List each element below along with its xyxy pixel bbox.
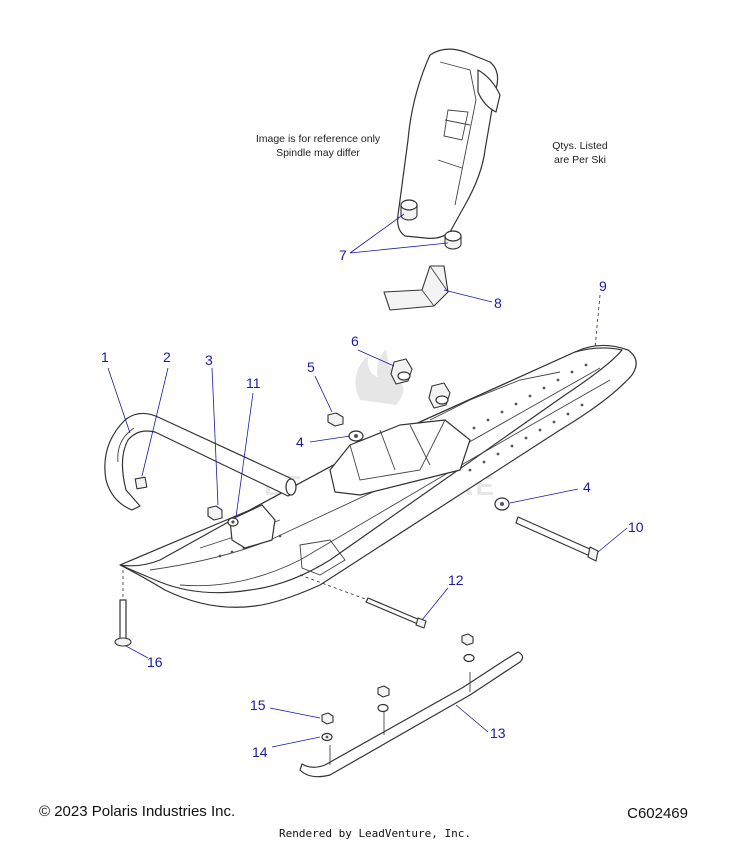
spindle-bushings [400, 199, 462, 250]
quantity-note-line2: are Per Ski [554, 154, 606, 166]
ski-body [119, 344, 637, 608]
long-bolt [299, 574, 427, 629]
screw [114, 570, 132, 647]
callout-4-lower: 4 [583, 479, 591, 495]
callout-labels: 1 2 3 11 5 6 4 4 7 8 9 10 12 13 14 15 16 [101, 247, 644, 760]
callout-1: 1 [101, 349, 109, 365]
callout-6: 6 [351, 333, 359, 349]
callout-12: 12 [448, 572, 464, 588]
ski-stop [383, 265, 449, 311]
render-credit: Rendered by LeadVenture, Inc. [278, 827, 472, 840]
copyright-text: © 2023 Polaris Industries Inc. [39, 803, 236, 820]
callout-10: 10 [628, 519, 644, 535]
carbide-runner [299, 633, 524, 778]
callout-leaders [107, 213, 628, 748]
diagram-code: C602469 [627, 805, 688, 822]
quantity-note-line1: Qtys. Listed [552, 140, 608, 152]
callout-13: 13 [490, 725, 506, 741]
callout-14: 14 [252, 744, 268, 760]
runner-hardware [321, 712, 334, 742]
quantity-note: Qtys. Listed are Per Ski [540, 139, 620, 167]
callout-5: 5 [307, 359, 315, 375]
callout-15: 15 [250, 697, 266, 713]
ski-bolt [515, 516, 599, 562]
reference-note: Image is for reference only Spindle may … [248, 132, 388, 160]
callout-9: 9 [599, 278, 607, 294]
ski-handle [104, 412, 297, 511]
callout-4-upper: 4 [296, 434, 304, 450]
callout-7: 7 [339, 247, 347, 263]
nut-and-washer [207, 505, 239, 527]
callout-16: 16 [147, 654, 163, 670]
watermark-flame-icon [355, 349, 404, 405]
callout-8: 8 [494, 295, 502, 311]
reference-note-line1: Image is for reference only [255, 133, 381, 145]
reference-note-line2: Spindle may differ [276, 147, 360, 159]
callout-11: 11 [246, 375, 261, 391]
callout-3: 3 [205, 352, 213, 368]
front-hardware [327, 358, 510, 511]
callout-2: 2 [163, 349, 171, 365]
handle-plug [134, 476, 148, 490]
